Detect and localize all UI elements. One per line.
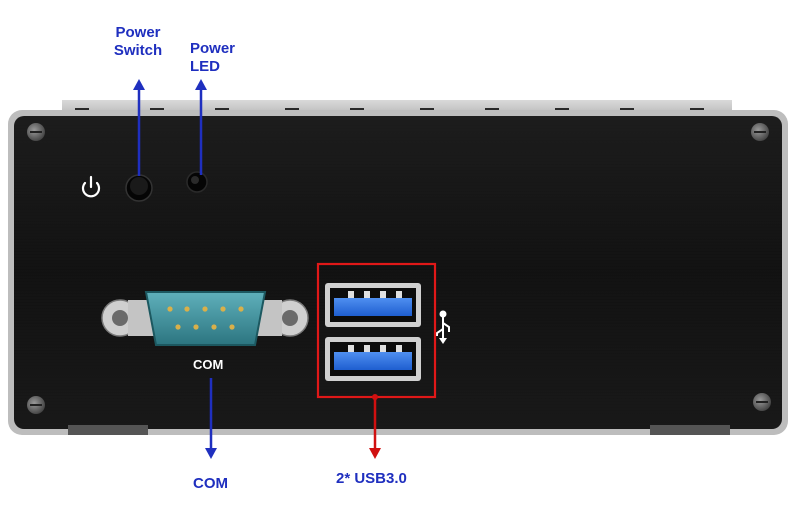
power-icon <box>81 175 101 198</box>
com-port-connector <box>101 291 309 346</box>
com-callout: COM <box>193 475 228 492</box>
power-switch-callout: Power Switch <box>110 24 166 60</box>
power-switch-callout-line2: Switch <box>113 42 163 59</box>
com-panel-label: COM <box>193 357 224 372</box>
power-led-callout-line2: LED <box>190 58 220 75</box>
power-led-callout-line1: Power <box>190 40 236 57</box>
arrow-power-led <box>195 79 207 175</box>
usb-port-1 <box>325 283 421 327</box>
foot-left <box>68 425 148 435</box>
power-switch-button[interactable] <box>125 174 153 202</box>
foot-right <box>650 425 730 435</box>
usb-port-2 <box>325 337 421 381</box>
power-switch-callout-line1: Power <box>115 24 161 41</box>
power-led <box>186 171 208 193</box>
arrow-com <box>205 378 217 459</box>
usb-icon <box>436 310 450 344</box>
arrow-usb <box>369 394 381 459</box>
power-led-callout: Power LED <box>190 40 235 76</box>
corner-screws <box>27 123 771 414</box>
arrow-power-switch <box>133 79 145 176</box>
usb-callout: 2* USB3.0 <box>336 470 407 487</box>
